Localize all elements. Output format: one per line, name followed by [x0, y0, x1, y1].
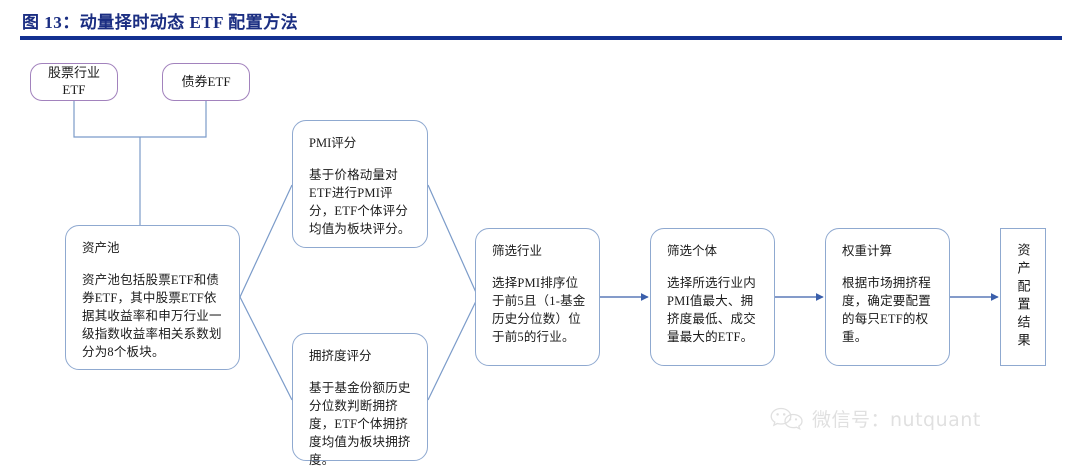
- node-crowding-score-body: 基于基金份额历史分位数判断拥挤度，ETF个体拥挤度均值为板块拥挤度。: [309, 380, 411, 468]
- watermark-text: 微信号：nutquant: [812, 409, 981, 431]
- node-bond-etf[interactable]: 债券ETF: [162, 63, 250, 101]
- node-equity-industry-etf[interactable]: 股票行业 ETF: [30, 63, 118, 101]
- node-crowding-score[interactable]: 拥挤度评分 基于基金份额历史分位数判断拥挤度，ETF个体拥挤度均值为板块拥挤度。: [292, 333, 428, 467]
- node-screen-industry[interactable]: 筛选行业 选择PMI排序位于前5且（1-基金历史分位数）位于前5的行业。: [475, 228, 600, 366]
- figure-title: 图 13：动量择时动态 ETF 配置方法: [22, 13, 299, 32]
- node-pmi-score-body: 基于价格动量对ETF进行PMI评分，ETF个体评分均值为板块评分。: [309, 167, 411, 237]
- node-crowding-score-title: 拥挤度评分: [309, 349, 372, 363]
- node-weight-calculation-title: 权重计算: [842, 244, 893, 258]
- node-asset-pool-body: 资产池包括股票ETF和债券ETF，其中股票ETF依据其收益率和申万行业一级指数收…: [82, 272, 222, 360]
- title-divider: [20, 36, 1062, 40]
- node-allocation-result[interactable]: 资产配置结果: [1000, 228, 1046, 366]
- node-allocation-result-label: 资产配置结果: [1015, 243, 1031, 351]
- node-screen-individual[interactable]: 筛选个体 选择所选行业内PMI值最大、拥挤度最低、成交量最大的ETF。: [650, 228, 775, 366]
- node-pmi-score-title: PMI评分: [309, 136, 357, 150]
- node-screen-industry-body: 选择PMI排序位于前5且（1-基金历史分位数）位于前5的行业。: [492, 275, 586, 345]
- node-screen-individual-title: 筛选个体: [667, 244, 718, 258]
- node-screen-industry-title: 筛选行业: [492, 244, 543, 258]
- node-pmi-score[interactable]: PMI评分 基于价格动量对ETF进行PMI评分，ETF个体评分均值为板块评分。: [292, 120, 428, 248]
- watermark: 微信号：nutquant: [770, 405, 981, 432]
- node-bond-etf-label: 债券ETF: [181, 73, 231, 89]
- node-equity-industry-etf-label: 股票行业 ETF: [47, 65, 100, 97]
- node-screen-individual-body: 选择所选行业内PMI值最大、拥挤度最低、成交量最大的ETF。: [667, 275, 756, 345]
- node-asset-pool[interactable]: 资产池 资产池包括股票ETF和债券ETF，其中股票ETF依据其收益率和申万行业一…: [65, 225, 240, 370]
- node-weight-calculation[interactable]: 权重计算 根据市场拥挤程度，确定要配置的每只ETF的权重。: [825, 228, 950, 366]
- wechat-icon: [770, 407, 803, 430]
- node-asset-pool-title: 资产池: [82, 241, 120, 255]
- node-weight-calculation-body: 根据市场拥挤程度，确定要配置的每只ETF的权重。: [842, 275, 931, 345]
